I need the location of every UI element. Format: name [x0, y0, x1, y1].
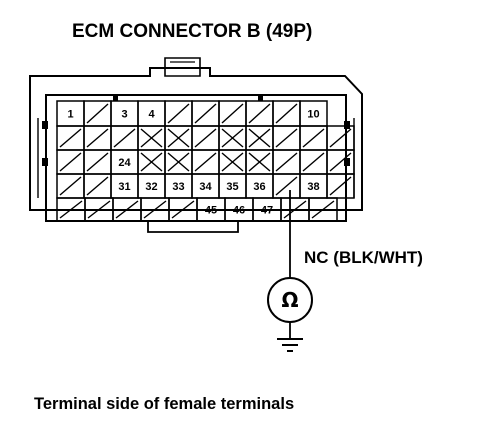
empty-terminal-hatch — [171, 200, 195, 219]
empty-terminal-hatch — [143, 200, 167, 219]
connector-key-marks — [42, 95, 350, 166]
terminal-number: 45 — [205, 205, 217, 217]
empty-terminal-hatch — [113, 128, 136, 148]
empty-terminal-cross — [221, 128, 244, 148]
terminal-number: 38 — [307, 181, 319, 193]
terminal-number: 35 — [226, 181, 238, 193]
empty-terminal-hatch — [194, 128, 217, 148]
empty-terminal-hatch — [87, 200, 111, 219]
empty-terminal-hatch — [275, 152, 298, 172]
empty-terminal-hatch — [194, 103, 217, 124]
empty-terminal-hatch — [167, 103, 190, 124]
empty-terminal-hatch — [311, 200, 335, 219]
empty-terminal-hatch — [329, 152, 352, 172]
empty-terminal-hatch — [59, 152, 82, 172]
empty-terminal-hatch — [248, 103, 271, 124]
terminal-number: 46 — [233, 205, 245, 217]
empty-terminal-cross — [221, 152, 244, 172]
empty-terminal-hatch — [275, 103, 298, 124]
empty-terminal-hatch — [115, 200, 139, 219]
terminal-number: 3 — [121, 109, 127, 121]
terminal-cell — [326, 173, 355, 199]
terminal-number: 31 — [118, 181, 130, 193]
terminal-number: 32 — [145, 181, 157, 193]
empty-terminal-cross — [140, 128, 163, 148]
empty-terminal-hatch — [59, 200, 83, 219]
terminal-number: 34 — [199, 181, 212, 193]
diagram-caption: Terminal side of female terminals — [34, 395, 294, 413]
empty-terminal-hatch — [302, 152, 325, 172]
empty-terminal-cross — [167, 152, 190, 172]
terminal-cell — [308, 197, 338, 222]
empty-terminal-hatch — [275, 176, 298, 196]
empty-terminal-hatch — [221, 103, 244, 124]
terminal-number: 1 — [67, 109, 73, 121]
empty-terminal-hatch — [194, 152, 217, 172]
empty-terminal-hatch — [59, 176, 82, 196]
empty-terminal-hatch — [302, 128, 325, 148]
terminal-number: 33 — [172, 181, 184, 193]
ground-icon — [277, 338, 303, 352]
ohmmeter-symbol: Ω — [281, 288, 298, 312]
empty-terminal-hatch — [86, 128, 109, 148]
diagram-title: ECM CONNECTOR B (49P) — [72, 21, 312, 42]
empty-terminal-cross — [248, 152, 271, 172]
empty-terminal-cross — [140, 152, 163, 172]
terminal-number: 47 — [261, 205, 273, 217]
ecm-connector-housing — [29, 57, 363, 233]
empty-terminal-hatch — [329, 128, 352, 148]
empty-terminal-hatch — [283, 200, 307, 219]
empty-terminal-cross — [248, 128, 271, 148]
empty-terminal-cross — [167, 128, 190, 148]
empty-terminal-hatch — [329, 176, 352, 196]
empty-terminal-hatch — [275, 128, 298, 148]
ohmmeter-icon: Ω — [267, 277, 313, 323]
terminal-number: 36 — [253, 181, 265, 193]
empty-terminal-hatch — [86, 152, 109, 172]
empty-terminal-hatch — [59, 128, 82, 148]
wire-label: NC (BLK/WHT) — [304, 248, 423, 267]
terminal-number: 10 — [307, 109, 319, 121]
empty-terminal-hatch — [86, 176, 109, 196]
empty-terminal-hatch — [86, 103, 109, 124]
terminal-number: 24 — [118, 157, 131, 169]
terminal-number: 4 — [148, 109, 155, 121]
